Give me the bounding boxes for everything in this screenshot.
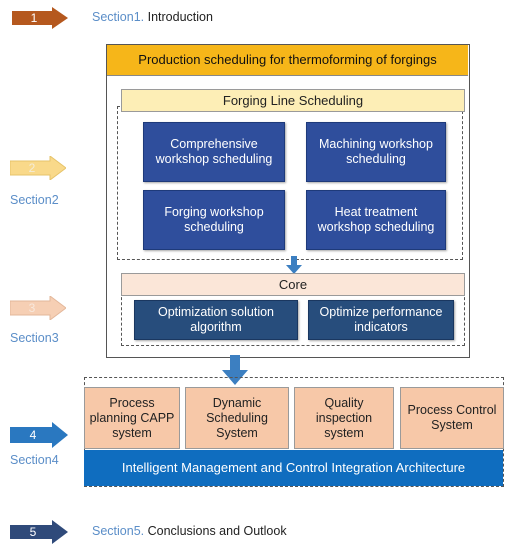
forging-line-title: Forging Line Scheduling <box>222 92 364 108</box>
forging-to-core-arrow <box>286 256 302 274</box>
section-1-arrow: 1 <box>12 7 68 29</box>
process-control-label: Process Control System <box>407 403 497 432</box>
architecture-bar: Intelligent Management and Control Integ… <box>84 450 503 486</box>
heat-treatment-workshop-box: Heat treatment workshop scheduling <box>306 190 446 250</box>
section-1-number: 1 <box>30 11 38 25</box>
section-5-arrow: 5 <box>10 520 68 544</box>
section-1-title: Introduction <box>147 10 213 24</box>
arrow-right-icon <box>9 295 67 321</box>
section-5-prefix: Section5. <box>92 524 145 538</box>
section-4-arrow: 4 <box>10 422 68 448</box>
dynamic-scheduling-label: Dynamic Scheduling System <box>206 395 268 440</box>
core-title-bar: Core <box>121 273 465 296</box>
section-4-label: Section4 <box>10 453 59 467</box>
optimization-algorithm-box: Optimization solution algorithm <box>134 300 298 340</box>
section-2-label: Section2 <box>10 193 59 207</box>
section-5-number: 5 <box>29 525 37 539</box>
performance-indicators-box: Optimize performance indicators <box>308 300 454 340</box>
section-5-title: Conclusions and Outlook <box>147 524 287 538</box>
section-3-label: Section3 <box>10 331 59 345</box>
arrow-right-icon <box>10 422 68 448</box>
heat-treatment-workshop-label: Heat treatment workshop scheduling <box>317 205 435 234</box>
section-3-number: 3 <box>28 301 36 315</box>
forging-line-title-bar: Forging Line Scheduling <box>121 89 465 112</box>
comprehensive-workshop-box: Comprehensive workshop scheduling <box>143 122 285 182</box>
forging-workshop-label: Forging workshop scheduling <box>164 205 264 234</box>
section-2-number: 2 <box>28 161 36 175</box>
section-5-label: Section5. Conclusions and Outlook <box>92 524 287 538</box>
machining-workshop-box: Machining workshop scheduling <box>306 122 446 182</box>
process-control-box: Process Control System <box>400 387 504 449</box>
section-2-arrow: 2 <box>9 155 67 181</box>
arrow-right-icon <box>9 155 67 181</box>
capp-system-label: Process planning CAPP system <box>89 395 175 440</box>
main-title: Production scheduling for thermoforming … <box>138 52 437 68</box>
arrow-right-icon <box>12 7 68 29</box>
arrow-right-icon <box>10 520 68 544</box>
quality-inspection-label: Quality inspection system <box>315 395 373 440</box>
quality-inspection-box: Quality inspection system <box>294 387 394 449</box>
section-4-number: 4 <box>29 428 37 442</box>
optimization-algorithm-label: Optimization solution algorithm <box>157 305 275 334</box>
architecture-label: Intelligent Management and Control Integ… <box>121 460 466 476</box>
comprehensive-workshop-label: Comprehensive workshop scheduling <box>155 137 273 166</box>
section-1-label: Section1. Introduction <box>92 10 213 24</box>
dynamic-scheduling-box: Dynamic Scheduling System <box>185 387 289 449</box>
section-3-arrow: 3 <box>9 295 67 321</box>
main-title-bar: Production scheduling for thermoforming … <box>107 45 468 76</box>
machining-workshop-label: Machining workshop scheduling <box>319 137 433 166</box>
core-title: Core <box>278 276 308 292</box>
forging-workshop-box: Forging workshop scheduling <box>143 190 285 250</box>
performance-indicators-label: Optimize performance indicators <box>319 305 443 334</box>
section-1-prefix: Section1. <box>92 10 145 24</box>
capp-system-box: Process planning CAPP system <box>84 387 180 449</box>
